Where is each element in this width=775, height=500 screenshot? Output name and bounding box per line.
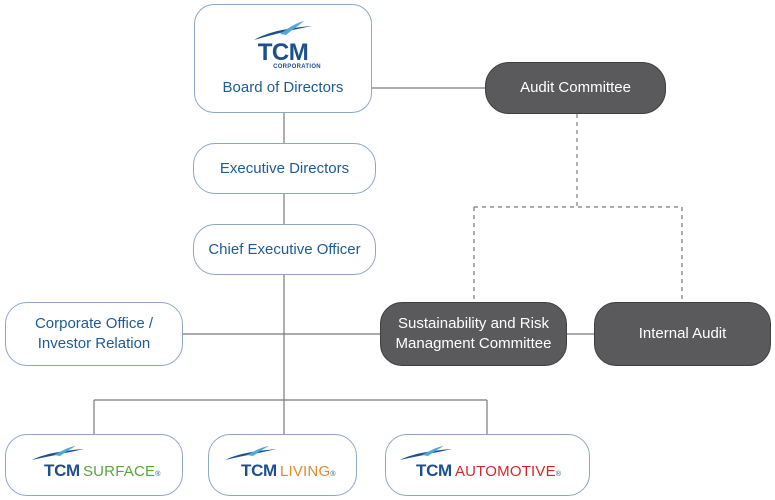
board-of-directors-box: TCM CORPORATION Board of Directors — [194, 4, 372, 113]
tcm-surface-registered-mark: ® — [155, 471, 161, 478]
tcm-living-wordmark: TCM LIVING ® — [241, 461, 336, 485]
tcm-surface-swoosh-icon — [32, 446, 84, 460]
tcm-automotive-prefix: TCM — [416, 461, 452, 480]
tcm-logo-text: TCM — [257, 38, 309, 66]
tcm-living-prefix: TCM — [241, 461, 277, 480]
tcm-logo-subtext: CORPORATION — [273, 63, 321, 70]
tcm-surface-box: TCM SURFACE ® — [5, 434, 183, 496]
sustainability-committee-box: Sustainability and Risk Managment Commit… — [380, 302, 567, 366]
sustainability-line1: Sustainability and Risk — [398, 315, 549, 332]
tcm-automotive-name: AUTOMOTIVE — [454, 463, 556, 480]
executive-directors-box: Executive Directors — [193, 143, 376, 194]
corporate-office-box: Corporate Office / Investor Relation — [5, 302, 183, 366]
tcm-automotive-box: TCM AUTOMOTIVE ® — [385, 434, 590, 496]
corporate-office-line1: Corporate Office / — [34, 315, 154, 332]
tcm-living-box: TCM LIVING ® — [208, 434, 357, 496]
tcm-surface-prefix: TCM — [44, 461, 80, 480]
tcm-surface-wordmark: TCM SURFACE ® — [44, 461, 160, 485]
board-of-directors-label: Board of Directors — [222, 78, 344, 96]
tcm-automotive-swoosh-icon — [400, 446, 452, 460]
executive-directors-label: Executive Directors — [219, 159, 350, 177]
tcm-living-registered-mark: ® — [330, 471, 336, 478]
corporate-office-line2: Investor Relation — [37, 335, 151, 352]
tcm-automotive-wordmark: TCM AUTOMOTIVE ® — [416, 461, 561, 485]
ceo-label: Chief Executive Officer — [208, 240, 361, 258]
tcm-living-swoosh-icon — [225, 446, 277, 460]
audit-committee-box: Audit Committee — [485, 62, 666, 114]
audit-committee-label: Audit Committee — [520, 79, 631, 96]
internal-audit-box: Internal Audit — [594, 302, 771, 366]
internal-audit-label: Internal Audit — [638, 325, 727, 342]
tcm-living-name: LIVING — [279, 463, 331, 480]
tcm-swoosh-icon — [254, 20, 312, 40]
sustainability-line2: Managment Committee — [395, 335, 552, 352]
ceo-box: Chief Executive Officer — [193, 224, 376, 275]
tcm-automotive-registered-mark: ® — [555, 471, 562, 478]
tcm-surface-name: SURFACE — [82, 463, 156, 480]
